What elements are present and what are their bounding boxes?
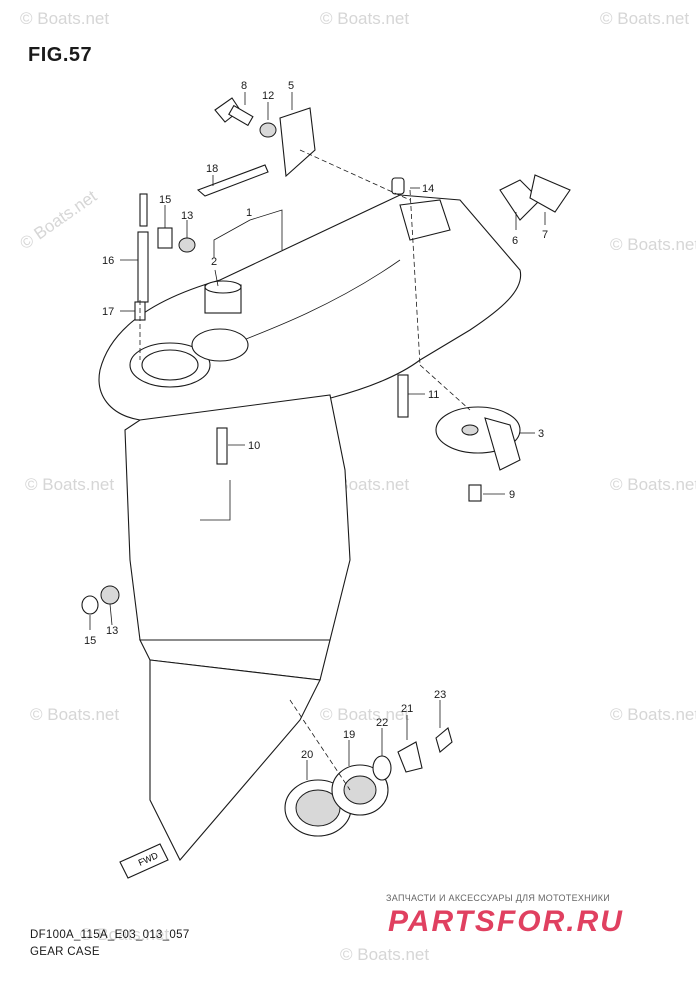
callout-label: 10 bbox=[248, 440, 260, 452]
callout-label: 16 bbox=[102, 255, 114, 267]
callout-label: 20 bbox=[301, 749, 313, 761]
callout-label: 19 bbox=[343, 729, 355, 741]
gear-case-housing bbox=[98, 177, 522, 861]
callout-label: 12 bbox=[262, 90, 274, 102]
callout-label: 15 bbox=[84, 635, 96, 647]
watermark: © Boats.net bbox=[320, 705, 409, 724]
callout-label: 21 bbox=[401, 703, 413, 715]
section-name: GEAR CASE bbox=[30, 946, 100, 958]
callout-label: 14 bbox=[422, 183, 434, 195]
callout-label: 13 bbox=[106, 625, 118, 637]
callout-label: 2 bbox=[211, 256, 217, 268]
small-parts bbox=[81, 97, 571, 837]
callout-label: 15 bbox=[159, 194, 171, 206]
watermark-group: © Boats.net © Boats.net © Boats.net © Bo… bbox=[16, 9, 696, 964]
watermark: © Boats.net bbox=[30, 705, 119, 724]
fwd-marker: FWD bbox=[119, 843, 169, 879]
watermark: © Boats.net bbox=[610, 475, 696, 494]
callout-label: 7 bbox=[542, 229, 548, 241]
watermark: © Boats.net bbox=[80, 925, 169, 944]
callout-label: 9 bbox=[509, 489, 515, 501]
callout-label: 13 bbox=[181, 210, 193, 222]
callout-leaders bbox=[89, 92, 546, 780]
callout-label: 18 bbox=[206, 163, 218, 175]
callout-label: 5 bbox=[288, 80, 294, 92]
anode-part-3 bbox=[435, 406, 521, 471]
model-code: DF100A_115A_E03_013_057 bbox=[30, 929, 190, 941]
figure-title: FIG.57 bbox=[28, 44, 93, 66]
watermark-dark: © Boats.net bbox=[16, 186, 100, 253]
callout-label: 6 bbox=[512, 235, 518, 247]
watermark: © Boats.net bbox=[610, 235, 696, 254]
callout-label: 1 bbox=[246, 207, 252, 219]
watermark: © Boats.net bbox=[320, 9, 409, 28]
watermark: © Boats.net bbox=[610, 705, 696, 724]
callout-label: 23 bbox=[434, 689, 446, 701]
brand-tagline: ЗАПЧАСТИ И АКСЕССУАРЫ ДЛЯ МОТОТЕХНИКИ bbox=[386, 893, 611, 903]
watermark: © Boats.net bbox=[340, 945, 429, 964]
callout-label: 3 bbox=[538, 428, 544, 440]
callout-label: 17 bbox=[102, 306, 114, 318]
brand-logo: PARTSFOR.RU bbox=[388, 905, 624, 938]
callout-label: 11 bbox=[428, 389, 439, 401]
callout-labels: 1 2 3 5 6 7 8 9 10 11 12 13 13 14 15 15 … bbox=[84, 80, 548, 761]
alignment-lines bbox=[139, 149, 471, 791]
watermark: © Boats.net bbox=[600, 9, 689, 28]
watermark: © Boats.net bbox=[25, 475, 114, 494]
watermark: © Boats.net bbox=[20, 9, 109, 28]
callout-label: 8 bbox=[241, 80, 247, 92]
callout-label: 22 bbox=[376, 717, 388, 729]
